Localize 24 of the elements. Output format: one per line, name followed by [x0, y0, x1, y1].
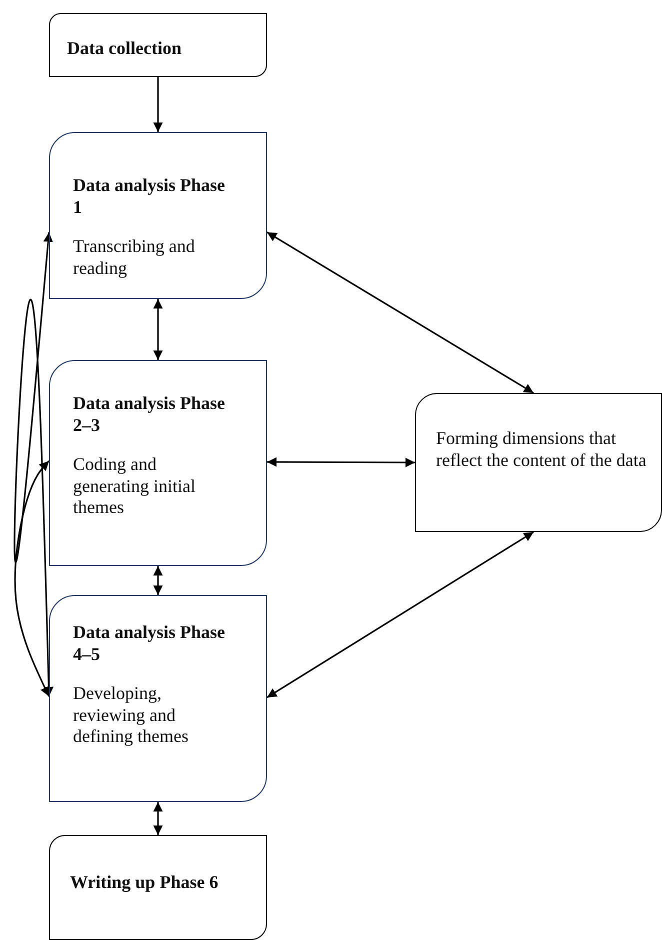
arrow: [14, 460, 50, 697]
box-text: Transcribing and reading: [73, 236, 196, 280]
arrow: [267, 457, 415, 468]
process-box: [49, 13, 267, 77]
arrow: [153, 77, 163, 132]
arrow: [14, 232, 54, 696]
box-text: Forming dimensions that reflect the content of the data: [436, 428, 648, 472]
process-box: [49, 595, 267, 802]
arrow: [153, 566, 163, 595]
box-heading: Data analysis Phase 1: [73, 175, 226, 218]
arrow: [266, 531, 534, 698]
process-box: [49, 360, 267, 566]
process-box: [49, 132, 267, 299]
box-text: Developing, reviewing and defining themes: [73, 683, 190, 748]
box-heading: Data collection: [67, 38, 182, 60]
box-heading: Data analysis Phase 4–5: [73, 622, 226, 666]
box-heading: Data analysis Phase 2–3: [73, 393, 226, 436]
arrow: [153, 802, 163, 835]
arrow: [266, 232, 534, 394]
box-heading: Writing up Phase 6: [70, 872, 220, 894]
process-box: [49, 835, 267, 940]
process-box: [415, 393, 662, 532]
box-text: Coding and generating initial themes: [73, 454, 196, 519]
arrow: [153, 299, 163, 360]
